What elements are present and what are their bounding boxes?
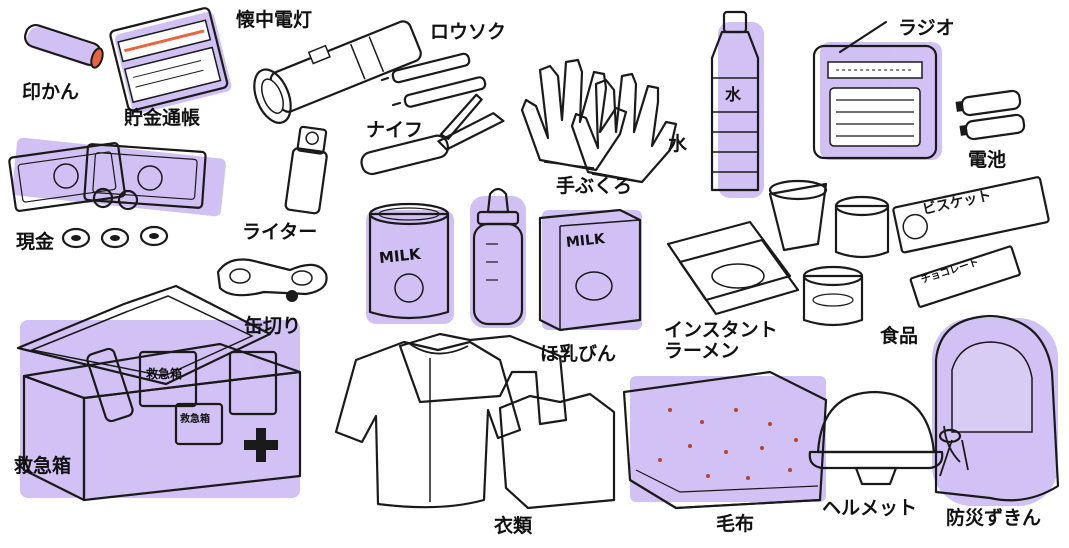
first-aid-small-package-text: 救急箱	[180, 414, 210, 425]
lighter	[284, 125, 328, 215]
inkan-seal	[24, 23, 104, 69]
flashlight	[253, 20, 422, 124]
label-raita: ライター	[242, 221, 318, 243]
helmet	[808, 390, 944, 486]
label-yokin-tsucho: 貯金通帳	[124, 107, 201, 129]
label-denchi: 電池	[968, 149, 1007, 171]
water-bottle-text: 水	[725, 85, 742, 104]
label-irui: 衣類	[494, 515, 533, 537]
label-genkin: 現金	[16, 231, 55, 253]
label-shokuhin: 食品	[880, 325, 919, 347]
disaster-hood	[934, 314, 1060, 502]
label-instant-ramen: インスタント ラーメン	[664, 319, 778, 362]
blanket	[622, 370, 828, 510]
label-herumetto: ヘルメット	[822, 497, 918, 519]
candles	[380, 52, 487, 108]
radio	[812, 20, 938, 160]
milk-can	[368, 202, 450, 320]
label-moufu: 毛布	[716, 513, 755, 535]
label-naifu: ナイフ	[366, 119, 424, 141]
biscuit-box	[892, 176, 1050, 254]
first-aid-package-text: 救急箱	[146, 367, 183, 381]
label-bousai-zukin: 防災ずきん	[946, 507, 1042, 529]
bankbook	[109, 7, 229, 112]
chocolate-bar	[909, 245, 1021, 308]
label-tebukuro: 手ぶくろ	[556, 175, 633, 197]
label-rousoku: ロウソク	[430, 21, 507, 43]
can-opener	[216, 258, 328, 302]
first-aid-kit	[16, 284, 302, 502]
gloves	[520, 58, 678, 184]
label-inkan: 印かん	[22, 81, 80, 103]
label-kyukyubako: 救急箱	[14, 455, 72, 477]
cash	[8, 142, 207, 249]
ramen-packs	[666, 220, 800, 316]
clothing	[334, 332, 616, 510]
label-kaichu-dento: 懐中電灯	[236, 9, 313, 31]
knife	[360, 93, 505, 176]
batteries	[955, 89, 1026, 141]
label-rajio: ラジオ	[898, 17, 955, 39]
water-bottle	[710, 10, 760, 192]
baby-bottle	[472, 187, 524, 326]
milk-box	[538, 208, 642, 332]
label-mizu: 水	[668, 133, 688, 155]
food-cans	[768, 179, 890, 327]
label-kankiri: 缶切り	[244, 315, 302, 337]
label-honyubin: ほ乳びん	[540, 343, 617, 365]
